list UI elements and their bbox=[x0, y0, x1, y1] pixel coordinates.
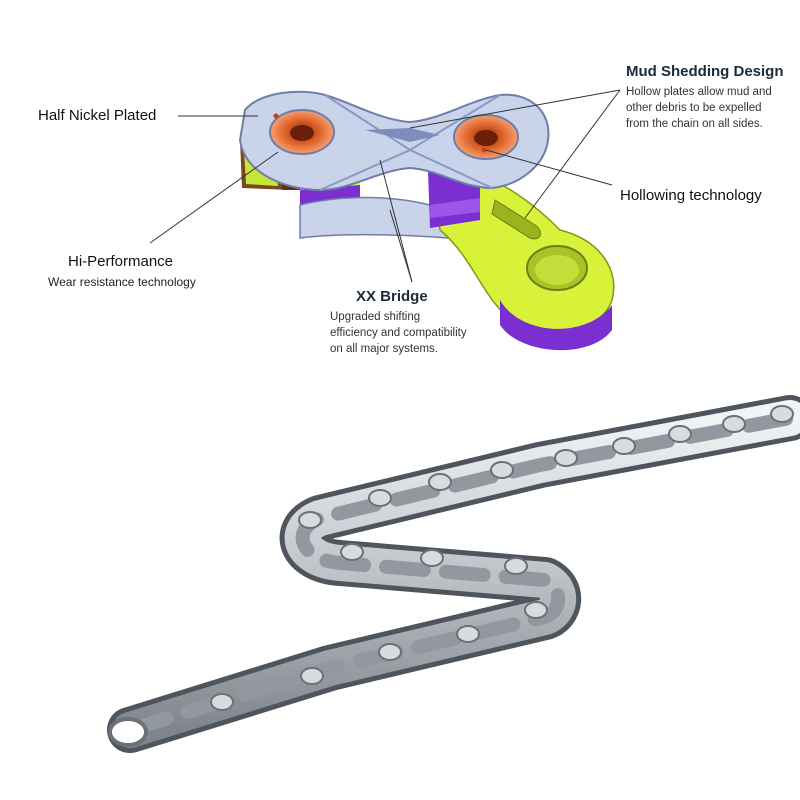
hi-performance-subtitle: Wear resistance technology bbox=[48, 275, 196, 289]
mud-shedding-line-1: Hollow plates allow mud and bbox=[626, 86, 772, 98]
mud-shedding-title: Mud Shedding Design bbox=[626, 63, 784, 80]
xx-bridge-line-2: efficiency and compatibility bbox=[330, 327, 467, 339]
callout-hollowing-technology: Hollowing technology bbox=[620, 187, 762, 204]
mud-shedding-line-3: from the chain on all sides. bbox=[626, 118, 763, 130]
callout-xx-bridge: XX Bridge Upgraded shifting efficiency a… bbox=[330, 288, 467, 357]
leader-lines bbox=[149, 89, 621, 283]
chain-rivets bbox=[210, 405, 794, 711]
xx-bridge-line-3: on all major systems. bbox=[330, 343, 439, 355]
callout-mud-shedding: Mud Shedding Design Hollow plates allow … bbox=[626, 63, 784, 132]
end-link-hole bbox=[108, 717, 148, 747]
callout-half-nickel-plated: Half Nickel Plated bbox=[38, 107, 157, 124]
callout-hi-performance: Hi-Performance bbox=[68, 253, 173, 270]
chain-photo bbox=[107, 395, 800, 753]
mud-shedding-line-2: other debris to be expelled bbox=[626, 102, 762, 114]
xx-bridge-line-1: Upgraded shifting bbox=[330, 311, 421, 323]
hi-performance-title: Hi-Performance bbox=[68, 253, 174, 270]
xx-bridge-title: XX Bridge bbox=[356, 288, 428, 305]
hollow-slot bbox=[491, 199, 541, 240]
exploded-link-diagram bbox=[238, 90, 615, 351]
bridge-slot bbox=[365, 128, 440, 142]
